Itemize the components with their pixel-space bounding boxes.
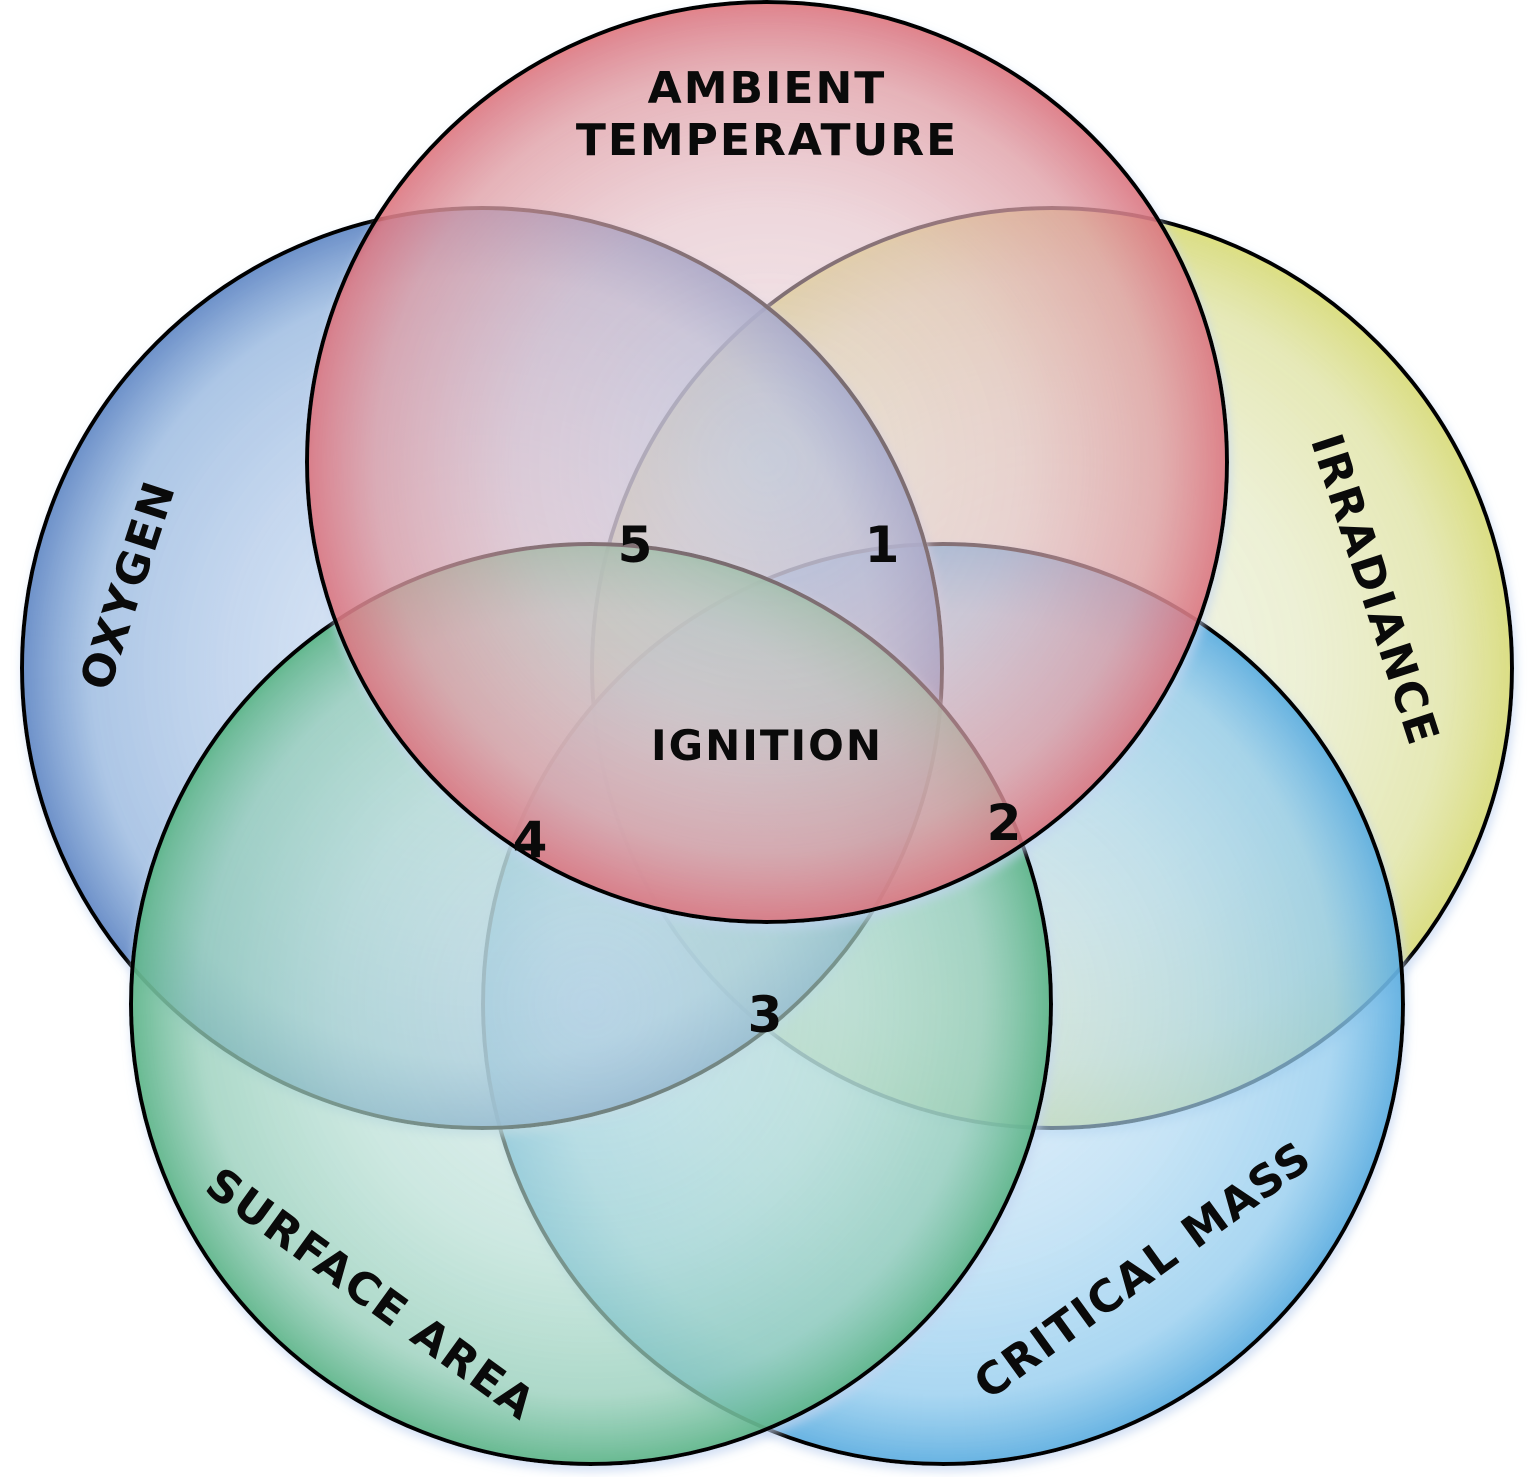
- center-label-ignition: IGNITION: [651, 721, 883, 770]
- label-ambient-temperature-line1: AMBIENT: [648, 63, 887, 114]
- region-number-1: 1: [865, 516, 900, 574]
- circle-ambient-temperature: [305, 0, 1229, 924]
- region-number-4: 4: [513, 811, 548, 869]
- label-ambient-temperature-line2: TEMPERATURE: [576, 115, 958, 166]
- region-number-2: 2: [987, 794, 1022, 852]
- region-number-5: 5: [618, 516, 653, 574]
- region-number-3: 3: [748, 986, 783, 1044]
